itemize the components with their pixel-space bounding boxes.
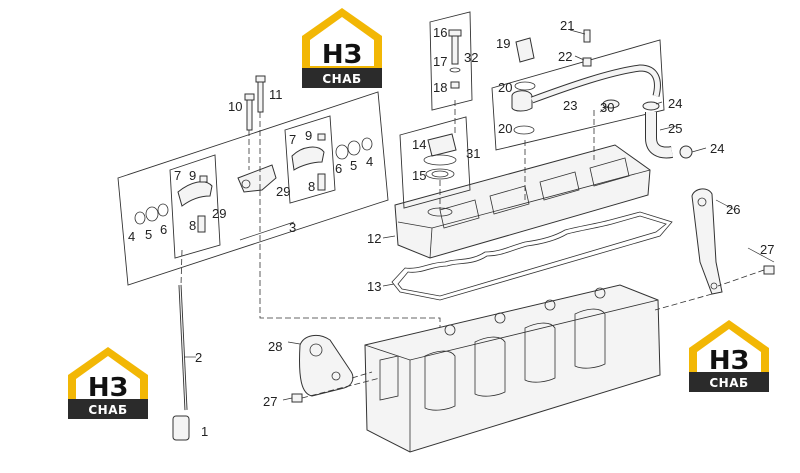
label-24-bottom: 24 bbox=[710, 141, 724, 156]
logo-mark: НЗ bbox=[709, 346, 749, 376]
logo-top: НЗ СНАБ bbox=[302, 8, 382, 88]
logo-left: НЗ СНАБ bbox=[68, 347, 148, 419]
label-8-right: 8 bbox=[308, 179, 315, 194]
label-31: 31 bbox=[466, 146, 480, 161]
label-16: 16 bbox=[433, 25, 447, 40]
logo-subtitle: СНАБ bbox=[88, 403, 127, 417]
tappet bbox=[172, 415, 190, 441]
hose-group bbox=[642, 101, 693, 159]
leader-lines bbox=[184, 29, 775, 401]
label-1: 1 bbox=[201, 424, 208, 439]
label-29-left: 29 bbox=[212, 206, 226, 221]
label-24-top: 24 bbox=[668, 96, 682, 111]
valve-cover-group bbox=[394, 144, 651, 259]
breather-group bbox=[491, 29, 665, 200]
valve-cover-gasket bbox=[391, 211, 673, 301]
label-28: 28 bbox=[268, 339, 282, 354]
bolt-21 bbox=[583, 29, 591, 43]
label-6-left: 6 bbox=[160, 222, 167, 237]
breather-valve bbox=[515, 37, 535, 63]
label-26: 26 bbox=[726, 202, 740, 217]
logo-subtitle: СНАБ bbox=[709, 376, 748, 390]
oil-filler-cap bbox=[427, 133, 457, 157]
label-12: 12 bbox=[367, 231, 381, 246]
guide-line bbox=[259, 190, 441, 335]
label-13: 13 bbox=[367, 279, 381, 294]
label-22: 22 bbox=[558, 49, 572, 64]
label-4-right: 4 bbox=[366, 154, 373, 169]
bolt-10 bbox=[244, 93, 255, 101]
label-7-left: 7 bbox=[174, 168, 181, 183]
bolt-box-group bbox=[429, 11, 473, 135]
oil-filler-group bbox=[399, 116, 471, 210]
label-15: 15 bbox=[412, 168, 426, 183]
label-7-right: 7 bbox=[289, 132, 296, 147]
callouts: 1 2 3 4 5 6 7 9 8 29 7 9 8 29 6 5 4 10 1… bbox=[128, 18, 774, 439]
label-3: 3 bbox=[289, 220, 296, 235]
bolt-27-left bbox=[291, 393, 303, 403]
clamp-24-top bbox=[642, 101, 660, 111]
label-5-right: 5 bbox=[350, 158, 357, 173]
label-8-left: 8 bbox=[189, 218, 196, 233]
label-25: 25 bbox=[668, 121, 682, 136]
label-27-left: 27 bbox=[263, 394, 277, 409]
lifting-bracket-left bbox=[291, 334, 381, 403]
label-6-right: 6 bbox=[335, 161, 342, 176]
logo-right: НЗ СНАБ bbox=[689, 320, 769, 392]
push-rod-group bbox=[172, 249, 190, 441]
bolt-16 bbox=[451, 33, 459, 65]
label-10: 10 bbox=[228, 99, 242, 114]
bolt-27-right bbox=[763, 265, 775, 275]
rocker-subframe-left bbox=[169, 154, 221, 259]
label-23: 23 bbox=[563, 98, 577, 113]
clamp-24-bottom bbox=[679, 145, 693, 159]
label-27-right: 27 bbox=[760, 242, 774, 257]
label-32: 32 bbox=[464, 50, 478, 65]
label-11: 11 bbox=[269, 87, 283, 102]
filler-seal bbox=[425, 168, 455, 180]
label-5-left: 5 bbox=[145, 227, 152, 242]
label-17: 17 bbox=[433, 54, 447, 69]
breather-fitting bbox=[511, 90, 533, 112]
label-9-left: 9 bbox=[189, 168, 196, 183]
label-29-right: 29 bbox=[276, 184, 290, 199]
rocker-arm-left bbox=[177, 181, 213, 207]
label-20-bottom: 20 bbox=[498, 121, 512, 136]
label-30: 30 bbox=[600, 100, 614, 115]
rocker-assembly-frame bbox=[117, 91, 389, 286]
label-21: 21 bbox=[560, 18, 574, 33]
rocker-subframe-right bbox=[284, 115, 336, 204]
label-18: 18 bbox=[433, 80, 447, 95]
label-14: 14 bbox=[412, 137, 426, 152]
clip-22 bbox=[582, 57, 592, 67]
adjust-screw-right bbox=[317, 173, 326, 191]
lifting-bracket-right bbox=[654, 188, 775, 311]
valve-cover bbox=[394, 144, 651, 259]
rocker-arm-right bbox=[291, 146, 325, 171]
rocker-assembly-group bbox=[117, 75, 389, 286]
label-4-left: 4 bbox=[128, 229, 135, 244]
label-20-top: 20 bbox=[498, 80, 512, 95]
cylinder-head bbox=[364, 284, 661, 453]
logo-subtitle: СНАБ bbox=[322, 72, 361, 86]
adjust-screw-left bbox=[197, 215, 206, 233]
rocker-shaft-support bbox=[237, 164, 277, 193]
logo-mark: НЗ bbox=[322, 40, 362, 70]
label-19: 19 bbox=[496, 36, 510, 51]
label-9-right: 9 bbox=[305, 128, 312, 143]
logo-mark: НЗ bbox=[88, 373, 128, 403]
bolt-11 bbox=[255, 75, 266, 83]
label-2: 2 bbox=[195, 350, 202, 365]
